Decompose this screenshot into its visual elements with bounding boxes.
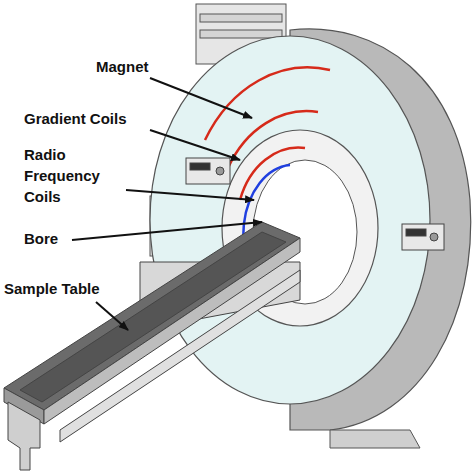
magnet-arc [205,67,330,140]
part-label: Gradient Coils [24,108,127,129]
part-label: Radio Frequency Coils [24,144,120,207]
sample-table [4,222,300,470]
part-label: Magnet [96,56,149,77]
part-label: Bore [24,228,58,249]
control-panel [186,158,444,250]
part-label: Sample Table [4,278,100,299]
